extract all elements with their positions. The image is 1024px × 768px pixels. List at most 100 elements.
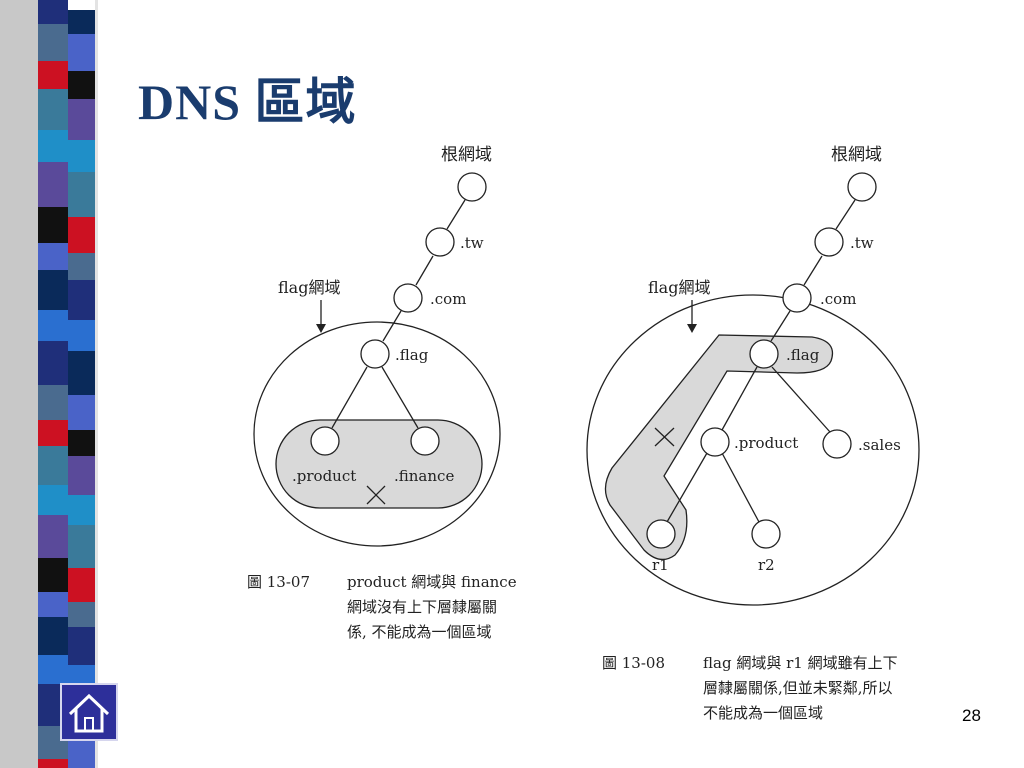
right-zone-circle	[586, 294, 920, 606]
stripe-block	[68, 99, 95, 140]
stripe-block	[38, 89, 68, 130]
right-flag-label: .flag	[786, 346, 820, 364]
stripe-block	[38, 0, 68, 24]
stripe-block	[68, 568, 95, 602]
right-com-label: .com	[820, 290, 856, 308]
left-finance-label: .finance	[394, 467, 454, 485]
fig2-label: 圖 13-08	[602, 654, 666, 672]
right-highlight-band	[604, 334, 834, 561]
stripe-block	[38, 24, 68, 61]
stripe-block	[68, 602, 95, 627]
left-edge-com-flag	[382, 310, 402, 342]
stripe-block	[38, 162, 68, 207]
right-edge-root-tw	[835, 199, 856, 230]
stripe-block	[68, 395, 95, 430]
left-com-label: .com	[430, 290, 466, 308]
stripe-block	[68, 172, 95, 217]
stripe-block	[38, 341, 68, 385]
left-root-label: 根網域	[441, 145, 492, 165]
stripe-block	[68, 627, 95, 665]
right-r2-label: r2	[758, 556, 775, 574]
page-number: 28	[962, 706, 981, 725]
left-tw-label: .tw	[460, 234, 484, 252]
stripe-block	[38, 759, 68, 768]
stripe-block	[68, 253, 95, 280]
right-edge-tw-com	[803, 255, 823, 286]
stripe-block	[68, 430, 95, 456]
left-node-tw	[425, 227, 455, 257]
stripe-block	[38, 130, 68, 162]
right-edge-product-r1	[666, 452, 708, 523]
left-zone-label: flag網域	[278, 278, 340, 297]
right-edge-flag-product	[721, 366, 758, 431]
left-edge-tw-com	[415, 255, 434, 286]
stripe-block	[68, 10, 95, 34]
right-product-label: .product	[734, 434, 798, 452]
stripe-block	[38, 270, 68, 310]
left-edge-root-tw	[446, 199, 466, 230]
stripe-block	[68, 71, 95, 99]
stripe-gray-edge	[0, 0, 38, 768]
home-button[interactable]	[60, 683, 118, 741]
stripe-block	[38, 515, 68, 558]
decorative-stripe	[0, 0, 98, 768]
stripe-block	[68, 34, 95, 71]
stripe-block	[68, 495, 95, 525]
left-zone-circle	[253, 321, 501, 547]
left-node-product	[310, 426, 340, 456]
stripe-block	[38, 61, 68, 89]
stripe-block	[38, 207, 68, 243]
stripe-block	[38, 558, 68, 592]
left-arrow-head	[316, 324, 326, 333]
right-node-tw	[814, 227, 844, 257]
right-edge-product-r2	[721, 452, 760, 523]
fig1-caption-line: 係, 不能成為一個區域	[347, 623, 492, 641]
right-root-label: 根網域	[831, 145, 882, 165]
x-mark-icon-stroke	[366, 485, 386, 505]
stripe-shadow	[95, 0, 98, 768]
stripe-block	[38, 420, 68, 446]
fig2-caption-line: flag 網域與 r1 網域雖有上下	[703, 654, 898, 672]
right-node-flag	[749, 339, 779, 369]
fig2-caption-line: 層隸屬關係,但並未緊鄰,所以	[703, 679, 893, 697]
right-arrow-head	[687, 324, 697, 333]
right-node-r1	[646, 519, 676, 549]
stripe-block	[68, 736, 95, 768]
stripe-block	[38, 446, 68, 485]
right-node-sales	[822, 429, 852, 459]
stripe-block	[38, 243, 68, 270]
left-flag-label: .flag	[395, 346, 429, 364]
right-node-product	[700, 427, 730, 457]
fig1-label: 圖 13-07	[247, 573, 311, 591]
stripe-block	[38, 310, 68, 341]
slide-title: DNS 區域	[138, 74, 357, 130]
left-edge-flag-product	[331, 366, 368, 429]
stripe-blocks	[38, 0, 95, 768]
right-zone-label: flag網域	[648, 278, 710, 297]
left-node-finance	[410, 426, 440, 456]
left-highlight-pill	[275, 419, 483, 509]
stripe-block	[68, 140, 95, 172]
stripe-block	[68, 351, 95, 395]
stripe-block	[68, 280, 95, 320]
left-product-label: .product	[292, 467, 356, 485]
left-node-flag	[360, 339, 390, 369]
x-mark-icon-stroke	[654, 427, 675, 447]
stripe-block	[38, 385, 68, 420]
stripe-block	[68, 320, 95, 351]
right-node-com	[782, 283, 812, 313]
right-edge-flag-sales	[771, 366, 831, 433]
stripe-block	[38, 617, 68, 655]
stripe-block	[38, 485, 68, 515]
right-node-r2	[751, 519, 781, 549]
home-icon	[68, 693, 110, 733]
left-node-root	[457, 172, 487, 202]
stripe-block	[68, 456, 95, 495]
stripe-block	[38, 592, 68, 617]
fig2-caption-line: 不能成為一個區域	[703, 704, 824, 722]
left-edge-flag-finance	[381, 366, 419, 429]
left-node-com	[393, 283, 423, 313]
stripe-block	[68, 525, 95, 568]
right-edge-com-flag	[770, 310, 791, 342]
